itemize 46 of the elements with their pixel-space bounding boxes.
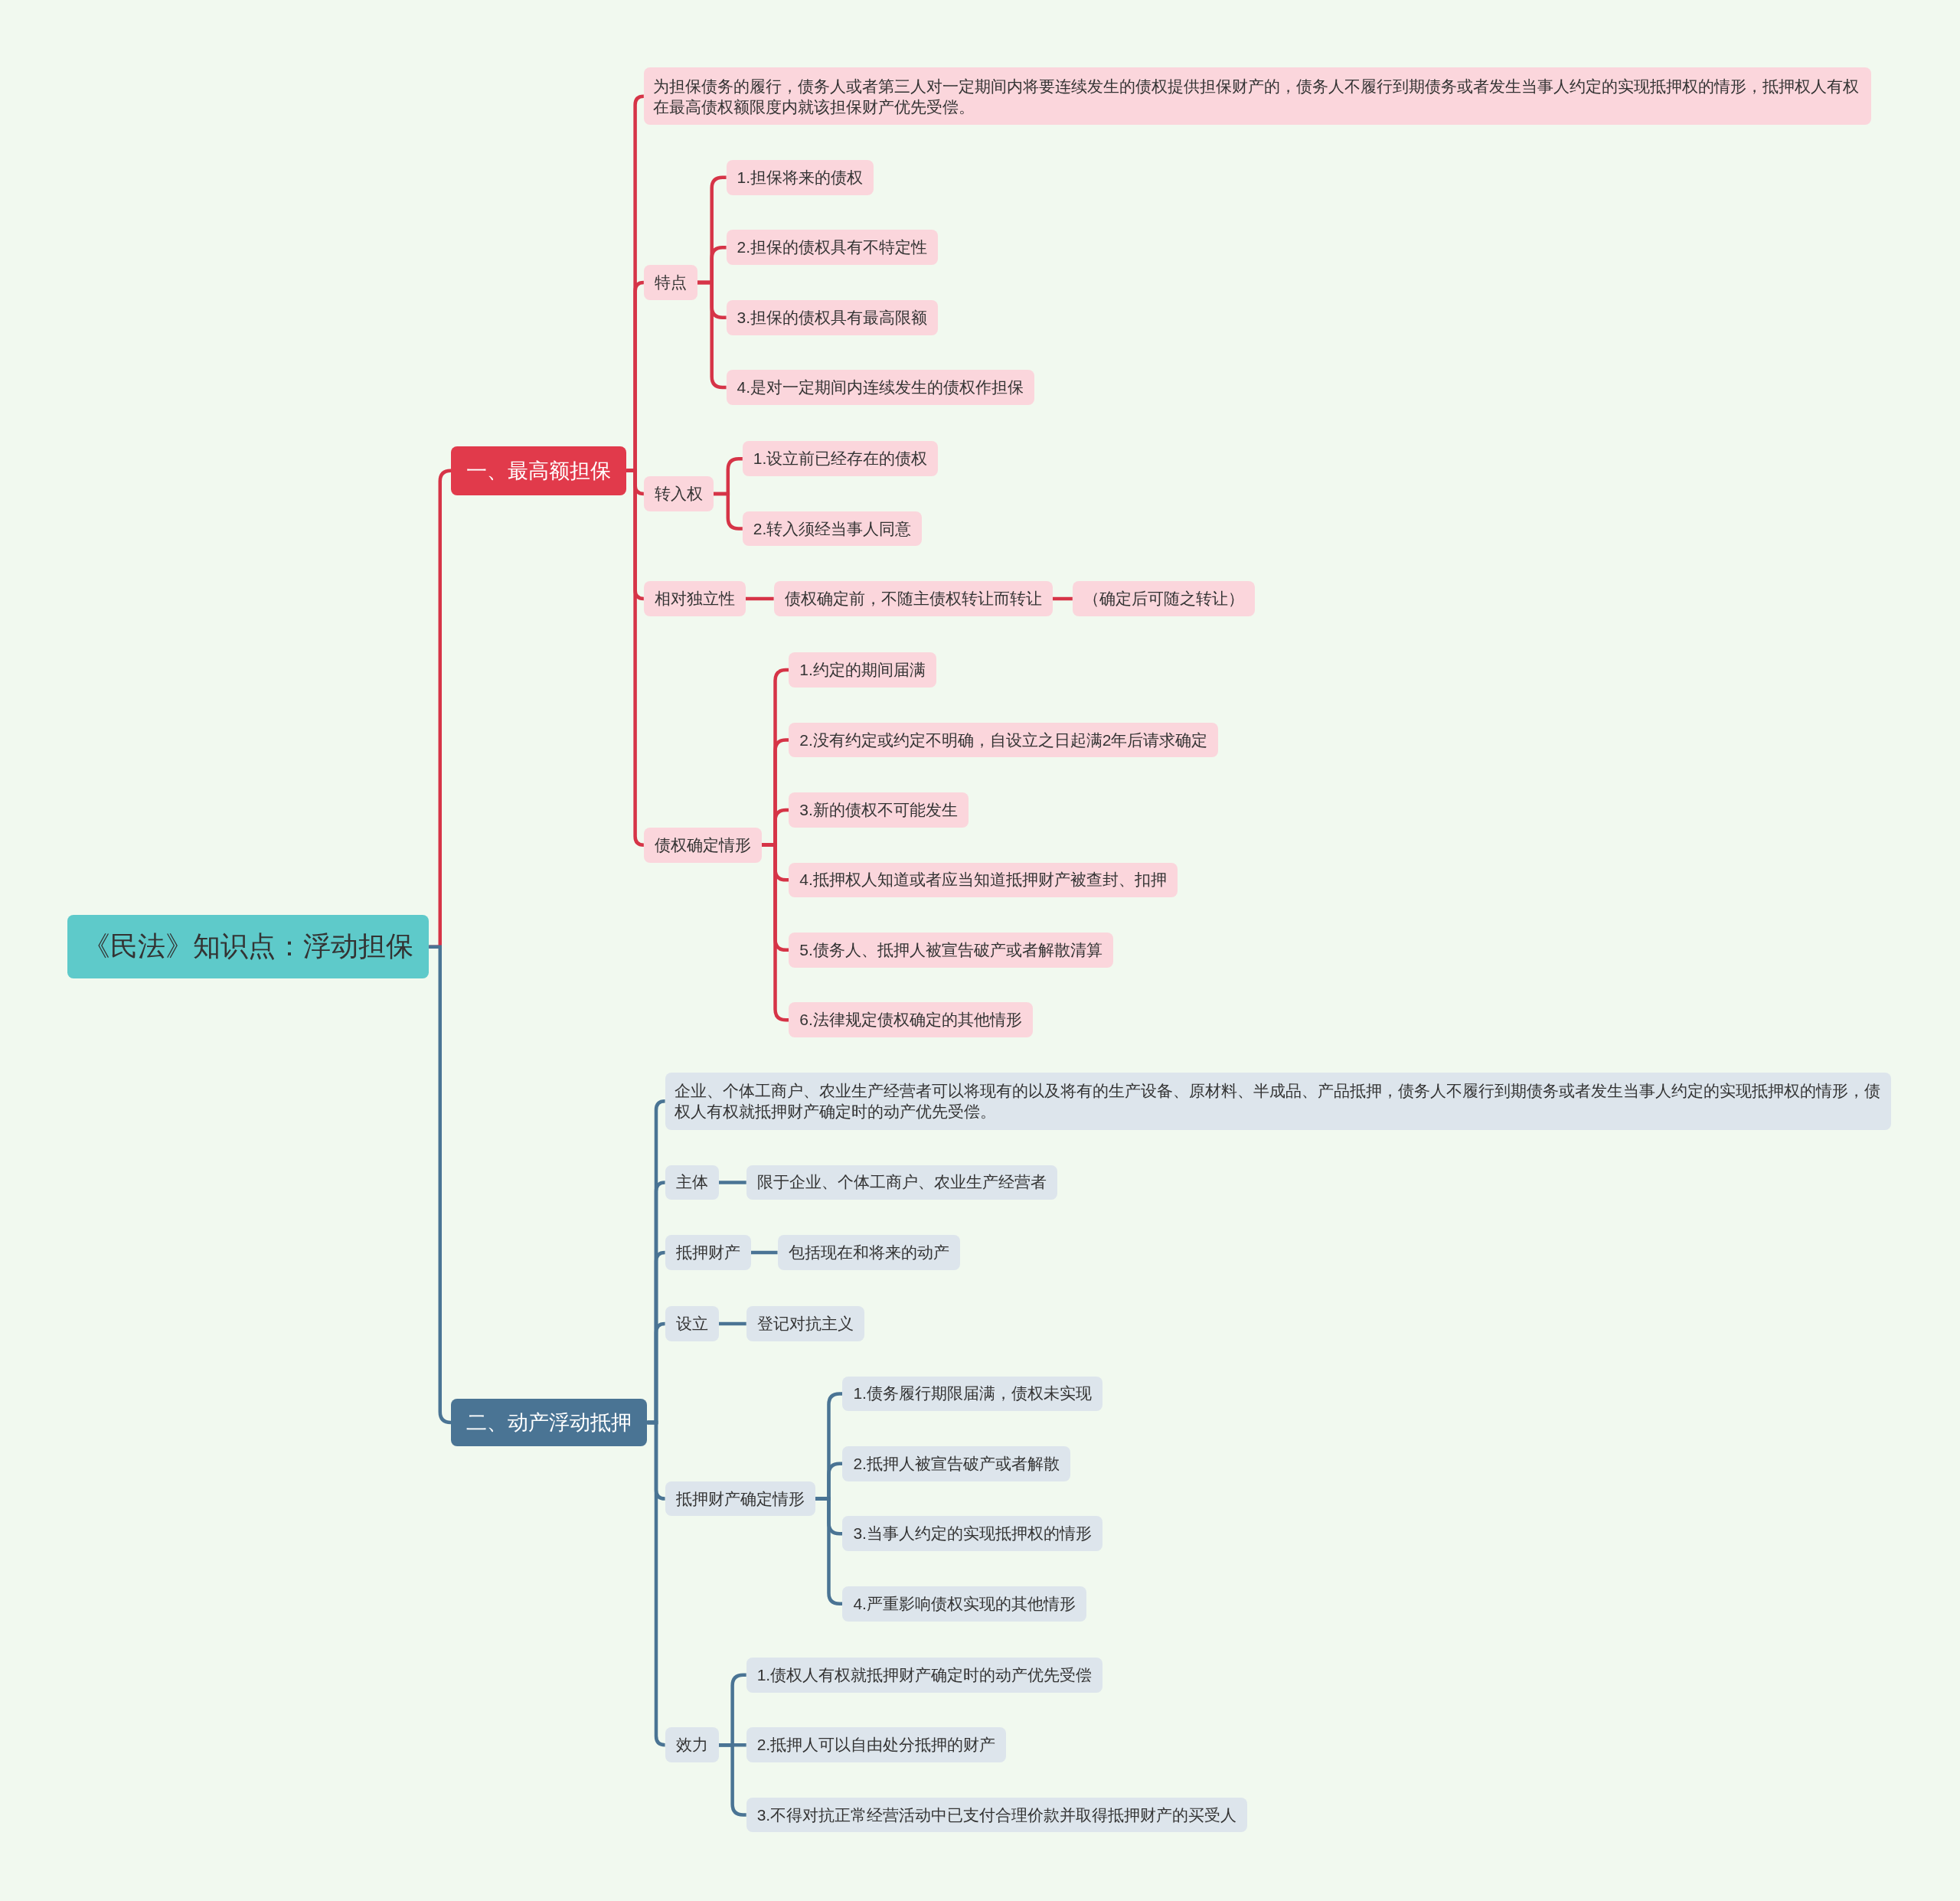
connector-line bbox=[745, 596, 774, 601]
subtopic-box: 抵押财产 bbox=[665, 1235, 751, 1270]
subtopic-box: 5.债务人、抵押人被宣告破产或者解散清算 bbox=[789, 932, 1113, 968]
subtopic-box: 1.约定的期间届满 bbox=[789, 652, 936, 688]
subtopic-box: 效力 bbox=[665, 1727, 719, 1762]
subtopic-box: 4.是对一定期间内连续发生的债权作担保 bbox=[726, 370, 1035, 405]
connector-line bbox=[429, 945, 452, 1425]
subtopic-box: 2.没有约定或约定不明确，自设立之日起满2年后请求确定 bbox=[789, 722, 1219, 758]
subtopic-box: 2.抵押人被宣告破产或者解散 bbox=[842, 1445, 1070, 1481]
subtopic-box: 3.新的债权不可能发生 bbox=[789, 792, 969, 828]
subtopic-box: 6.法律规定债权确定的其他情形 bbox=[789, 1002, 1033, 1038]
subtopic-box: 企业、个体工商户、农业生产经营者可以将现有的以及将有的生产设备、原材料、半成品、产品抵押，债务人不履行到期债务或者发生当事人约定的实现抵押权的情形，债权人有权就抵押财产确定时的动产优先受偿。 bbox=[665, 1072, 1892, 1130]
subtopic-box: 转入权 bbox=[643, 476, 714, 511]
subtopic-box: 4.严重影响债权实现的其他情形 bbox=[842, 1586, 1086, 1622]
subtopic-box: 3.不得对抗正常经营活动中已支付合理价款并取得抵押财产的买受人 bbox=[746, 1797, 1248, 1833]
subtopic-box: 为担保债务的履行，债务人或者第三人对一定期间内将要连续发生的债权提供担保财产的，债务人不履行到期债务或者发生当事人约定的实现抵押权的情形，抵押权人有权在最高债权额限度内就该担保财产优先受偿。 bbox=[643, 67, 1872, 126]
subtopic-box: 2.转入须经当事人同意 bbox=[742, 511, 923, 547]
subtopic-box: 1.设立前已经存在的债权 bbox=[742, 441, 939, 476]
branch-topic-box: 二、动产浮动抵押 bbox=[451, 1398, 648, 1446]
subtopic-box: 相对独立性 bbox=[643, 581, 746, 616]
subtopic-box: 设立 bbox=[665, 1306, 719, 1341]
subtopic-box: 2.担保的债权具有不特定性 bbox=[726, 230, 939, 266]
connector-line bbox=[713, 492, 743, 531]
branch-topic-box: 一、最高额担保 bbox=[451, 446, 627, 495]
subtopic-box: 债权确定情形 bbox=[643, 827, 762, 863]
subtopic-box: （确定后可随之转让） bbox=[1072, 581, 1255, 616]
subtopic-box: 2.抵押人可以自由处分抵押的财产 bbox=[746, 1727, 1007, 1762]
subtopic-box: 3.担保的债权具有最高限额 bbox=[726, 299, 939, 335]
central-topic-box: 《民法》知识点：浮动担保 bbox=[67, 915, 430, 979]
subtopic-box: 主体 bbox=[665, 1164, 719, 1200]
subtopic-box: 包括现在和将来的动产 bbox=[777, 1235, 960, 1270]
subtopic-box: 1.债权人有权就抵押财产确定时的动产优先受偿 bbox=[746, 1657, 1103, 1693]
subtopic-box: 抵押财产确定情形 bbox=[665, 1481, 815, 1517]
subtopic-box: 债权确定前，不随主债权转让而转让 bbox=[773, 581, 1053, 616]
connector-line bbox=[1052, 596, 1073, 601]
subtopic-box: 限于企业、个体工商户、农业生产经营者 bbox=[746, 1164, 1057, 1200]
connector-line bbox=[697, 280, 727, 390]
subtopic-box: 1.债务履行期限届满，债权未实现 bbox=[842, 1376, 1102, 1412]
connector-line bbox=[750, 1250, 778, 1255]
subtopic-box: 登记对抗主义 bbox=[746, 1306, 864, 1341]
subtopic-box: 1.担保将来的债权 bbox=[726, 159, 874, 195]
subtopic-box: 4.抵押权人知道或者应当知道抵押财产被查封、扣押 bbox=[789, 862, 1178, 898]
connector-line bbox=[718, 1321, 746, 1326]
subtopic-box: 3.当事人约定的实现抵押权的情形 bbox=[842, 1516, 1102, 1552]
connector-line bbox=[718, 1181, 746, 1184]
subtopic-box: 特点 bbox=[643, 265, 697, 300]
